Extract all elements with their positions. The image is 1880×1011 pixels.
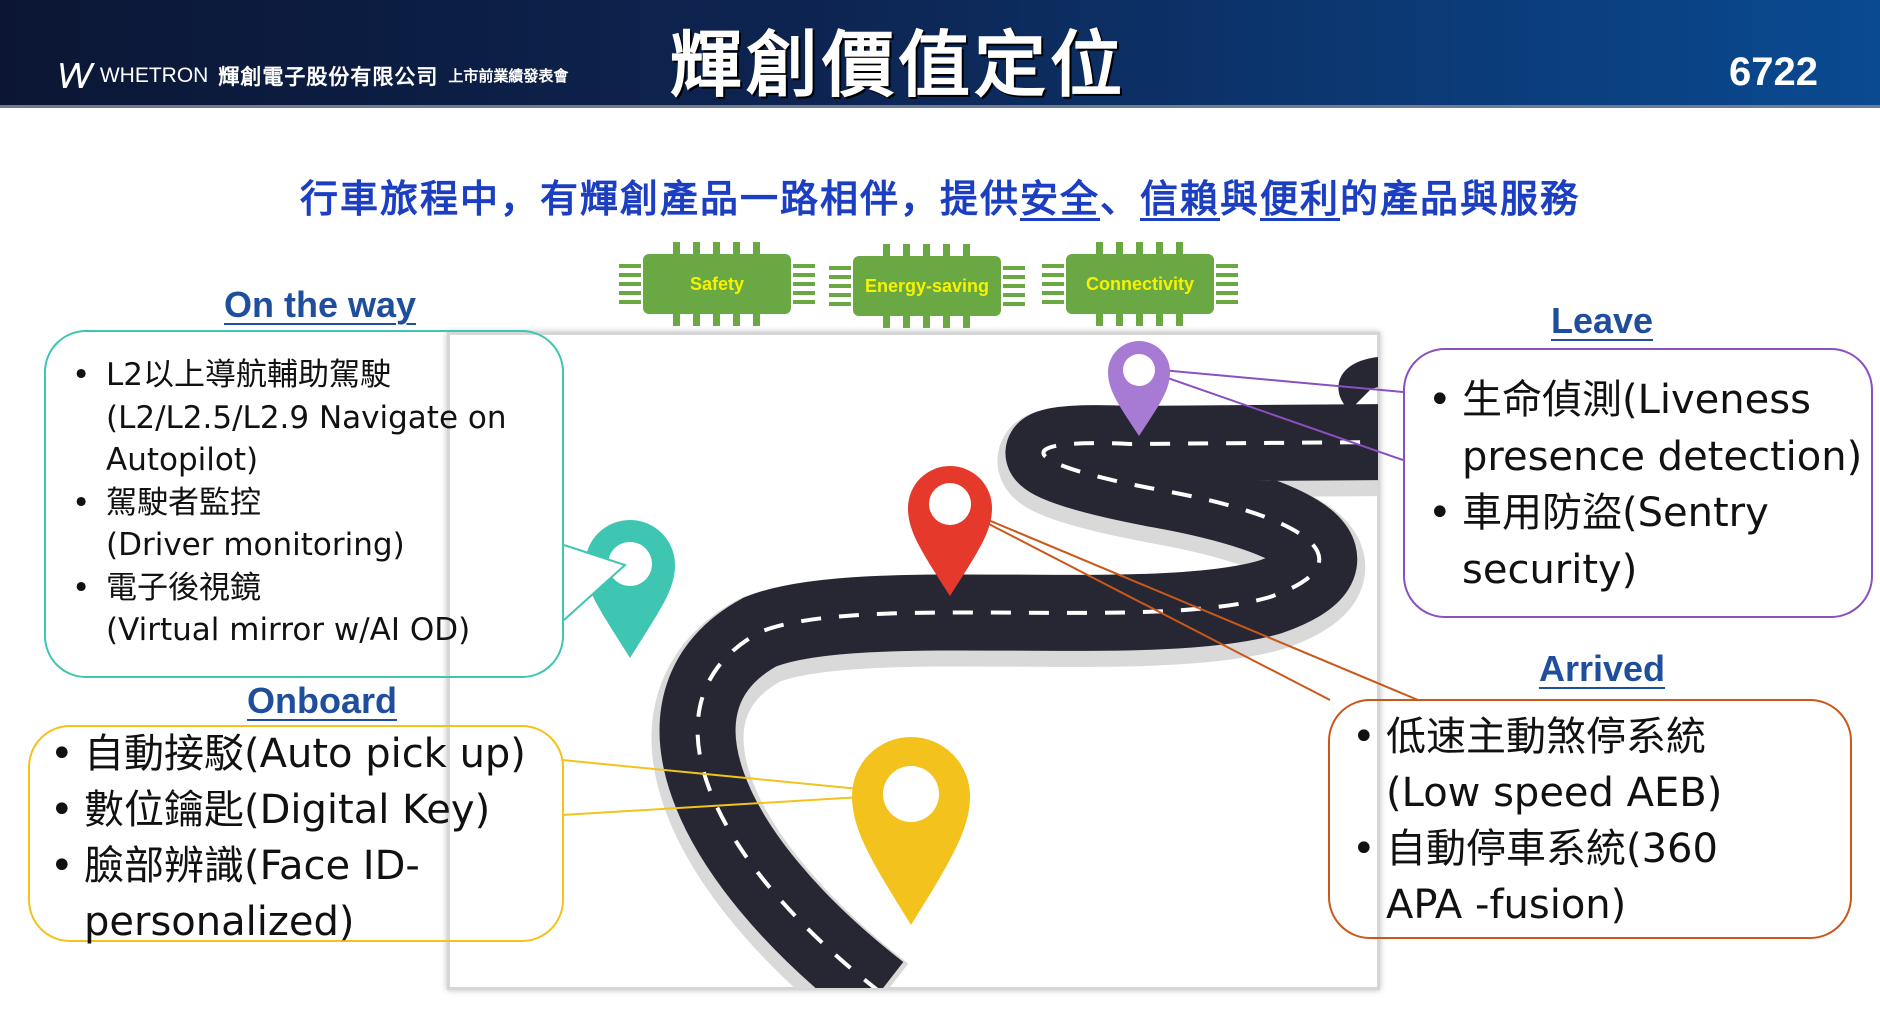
heading-arrived: Arrived <box>1538 648 1666 689</box>
chip-label: Safety <box>689 273 745 294</box>
map-pin-yellow-icon <box>852 737 970 925</box>
onboard-list: •自動接駁(Auto pick up) •數位鑰匙(Digital Key) •… <box>50 731 526 945</box>
page-title: 輝創價值定位 <box>670 23 1127 107</box>
chip-label: Connectivity <box>1085 273 1195 294</box>
list-item: 臉部辨識(Face ID- <box>84 843 420 889</box>
slide-subtitle: 行車旅程中，有輝創產品一路相伴，提供安全、信賴與便利的產品與服務 <box>0 168 1880 223</box>
list-item: (L2/L2.5/L2.9 Navigate on <box>106 399 507 436</box>
chip-safety: Safety <box>619 242 815 326</box>
company-name-zh: 輝創電子股份有限公司 <box>218 64 439 89</box>
list-item: 駕駛者監控 <box>106 484 261 521</box>
heading-on-the-way: On the way <box>223 284 417 325</box>
list-item: (Low speed AEB) <box>1386 770 1723 816</box>
subtitle-sep: 、 <box>1099 177 1140 221</box>
road <box>651 357 1378 988</box>
list-item: presence detection) <box>1462 433 1863 480</box>
list-item: 自動停車系統(360 <box>1386 826 1718 872</box>
arrived-callout <box>1328 699 1852 939</box>
chip-energy-saving: Energy-saving <box>829 244 1025 328</box>
subtitle-convenient: 便利 <box>1260 177 1341 221</box>
stock-code: 6722 <box>1729 50 1818 94</box>
onboard-callout <box>28 725 564 942</box>
heading-leave: Leave <box>1550 300 1654 341</box>
leave-callout <box>1403 348 1873 618</box>
event-name: 上市前業績發表會 <box>448 67 569 85</box>
list-item: L2以上導航輔助駕駛 <box>106 357 391 393</box>
map-pin-teal-icon <box>585 520 675 658</box>
subtitle-and: 與 <box>1220 177 1261 221</box>
on-the-way-callout <box>44 330 564 678</box>
on-the-way-list: •L2以上導航輔助駕駛 (L2/L2.5/L2.9 Navigate on Au… <box>72 357 507 648</box>
company-logo: \/\/ WHETRON 輝創電子股份有限公司 上市前業績發表會 <box>58 58 568 93</box>
list-item: Autopilot) <box>106 442 259 478</box>
subtitle-trust: 信賴 <box>1139 177 1220 221</box>
list-item: security) <box>1462 546 1638 593</box>
list-item: (Virtual mirror w/AI OD) <box>106 612 471 648</box>
heading-onboard: Onboard <box>247 680 397 721</box>
subtitle-text-end: 的產品與服務 <box>1340 177 1581 221</box>
map-pin-red-icon <box>908 466 992 596</box>
map-pin-purple-icon <box>1108 341 1170 436</box>
company-name-en: WHETRON <box>99 63 209 87</box>
list-item: 自動接駁(Auto pick up) <box>84 731 526 777</box>
list-item: (Driver monitoring) <box>106 527 405 563</box>
list-item: 數位鑰匙(Digital Key) <box>84 787 491 833</box>
arrived-list: •低速主動煞停系統 (Low speed AEB) •自動停車系統(360 AP… <box>1352 714 1723 928</box>
chip-connectivity: Connectivity <box>1042 242 1238 326</box>
header-banner: \/\/ WHETRON 輝創電子股份有限公司 上市前業績發表會 輝創價值定位 … <box>0 0 1880 108</box>
list-item: APA -fusion) <box>1386 882 1627 928</box>
subtitle-text: 行車旅程中，有輝創產品一路相伴，提供 <box>299 177 1020 221</box>
list-item: 低速主動煞停系統 <box>1386 714 1706 760</box>
subtitle-safe: 安全 <box>1019 177 1100 221</box>
connector-lines <box>561 367 1419 816</box>
leave-list: •生命偵測(Liveness presence detection) •車用防盜… <box>1428 377 1863 593</box>
chip-label: Energy-saving <box>864 275 990 296</box>
list-item: 電子後視鏡 <box>106 569 261 606</box>
list-item: personalized) <box>84 899 355 945</box>
whetron-logo-icon: \/\/ <box>58 58 93 93</box>
list-item: 生命偵測(Liveness <box>1462 377 1811 423</box>
list-item: 車用防盜(Sentry <box>1462 490 1769 536</box>
